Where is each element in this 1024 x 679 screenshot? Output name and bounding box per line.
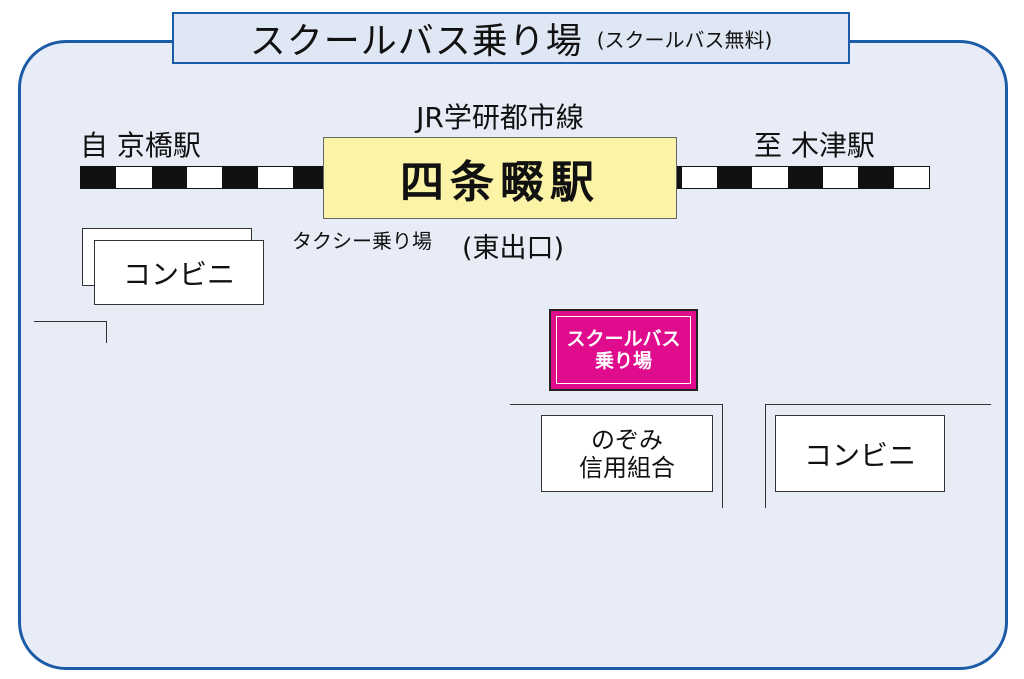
title-banner: スクールバス乗り場 (スクールバス無料): [172, 12, 850, 64]
direction-to-label: 至 木津駅: [754, 129, 875, 162]
bank-label-line1: のぞみ: [591, 425, 663, 454]
street-edge: [34, 321, 107, 322]
direction-from-label: 自 京橋駅: [80, 129, 201, 162]
bank-label-line2: 信用組合: [579, 453, 675, 482]
konbini-left: コンビニ: [94, 240, 264, 305]
nozomi-credit-union: のぞみ 信用組合: [541, 415, 713, 492]
station-name: 四条畷駅: [400, 157, 600, 208]
street-edge: [106, 321, 107, 343]
school-bus-stop: スクールバス 乗り場: [549, 309, 698, 391]
bus-stop-label-line1: スクールバス: [566, 328, 681, 350]
street-edge: [765, 404, 991, 405]
konbini-right-label: コンビニ: [803, 438, 916, 472]
street-edge: [722, 404, 723, 508]
page-subtitle: (スクールバス無料): [596, 27, 773, 52]
taxi-stand-label: タクシー乗り場: [292, 229, 432, 253]
bus-stop-label-line2: 乗り場: [594, 350, 652, 372]
page-title: スクールバス乗り場: [249, 21, 583, 62]
station-building: 四条畷駅: [323, 137, 677, 219]
street-edge: [765, 404, 766, 508]
konbini-right: コンビニ: [775, 415, 945, 492]
street-edge: [510, 404, 722, 405]
konbini-left-label: コンビニ: [122, 257, 235, 291]
school-bus-stop-sign: スクールバス 乗り場: [556, 316, 691, 384]
east-exit-label: (東出口): [462, 233, 565, 264]
railway-line-label: JR学研都市線: [416, 101, 584, 134]
